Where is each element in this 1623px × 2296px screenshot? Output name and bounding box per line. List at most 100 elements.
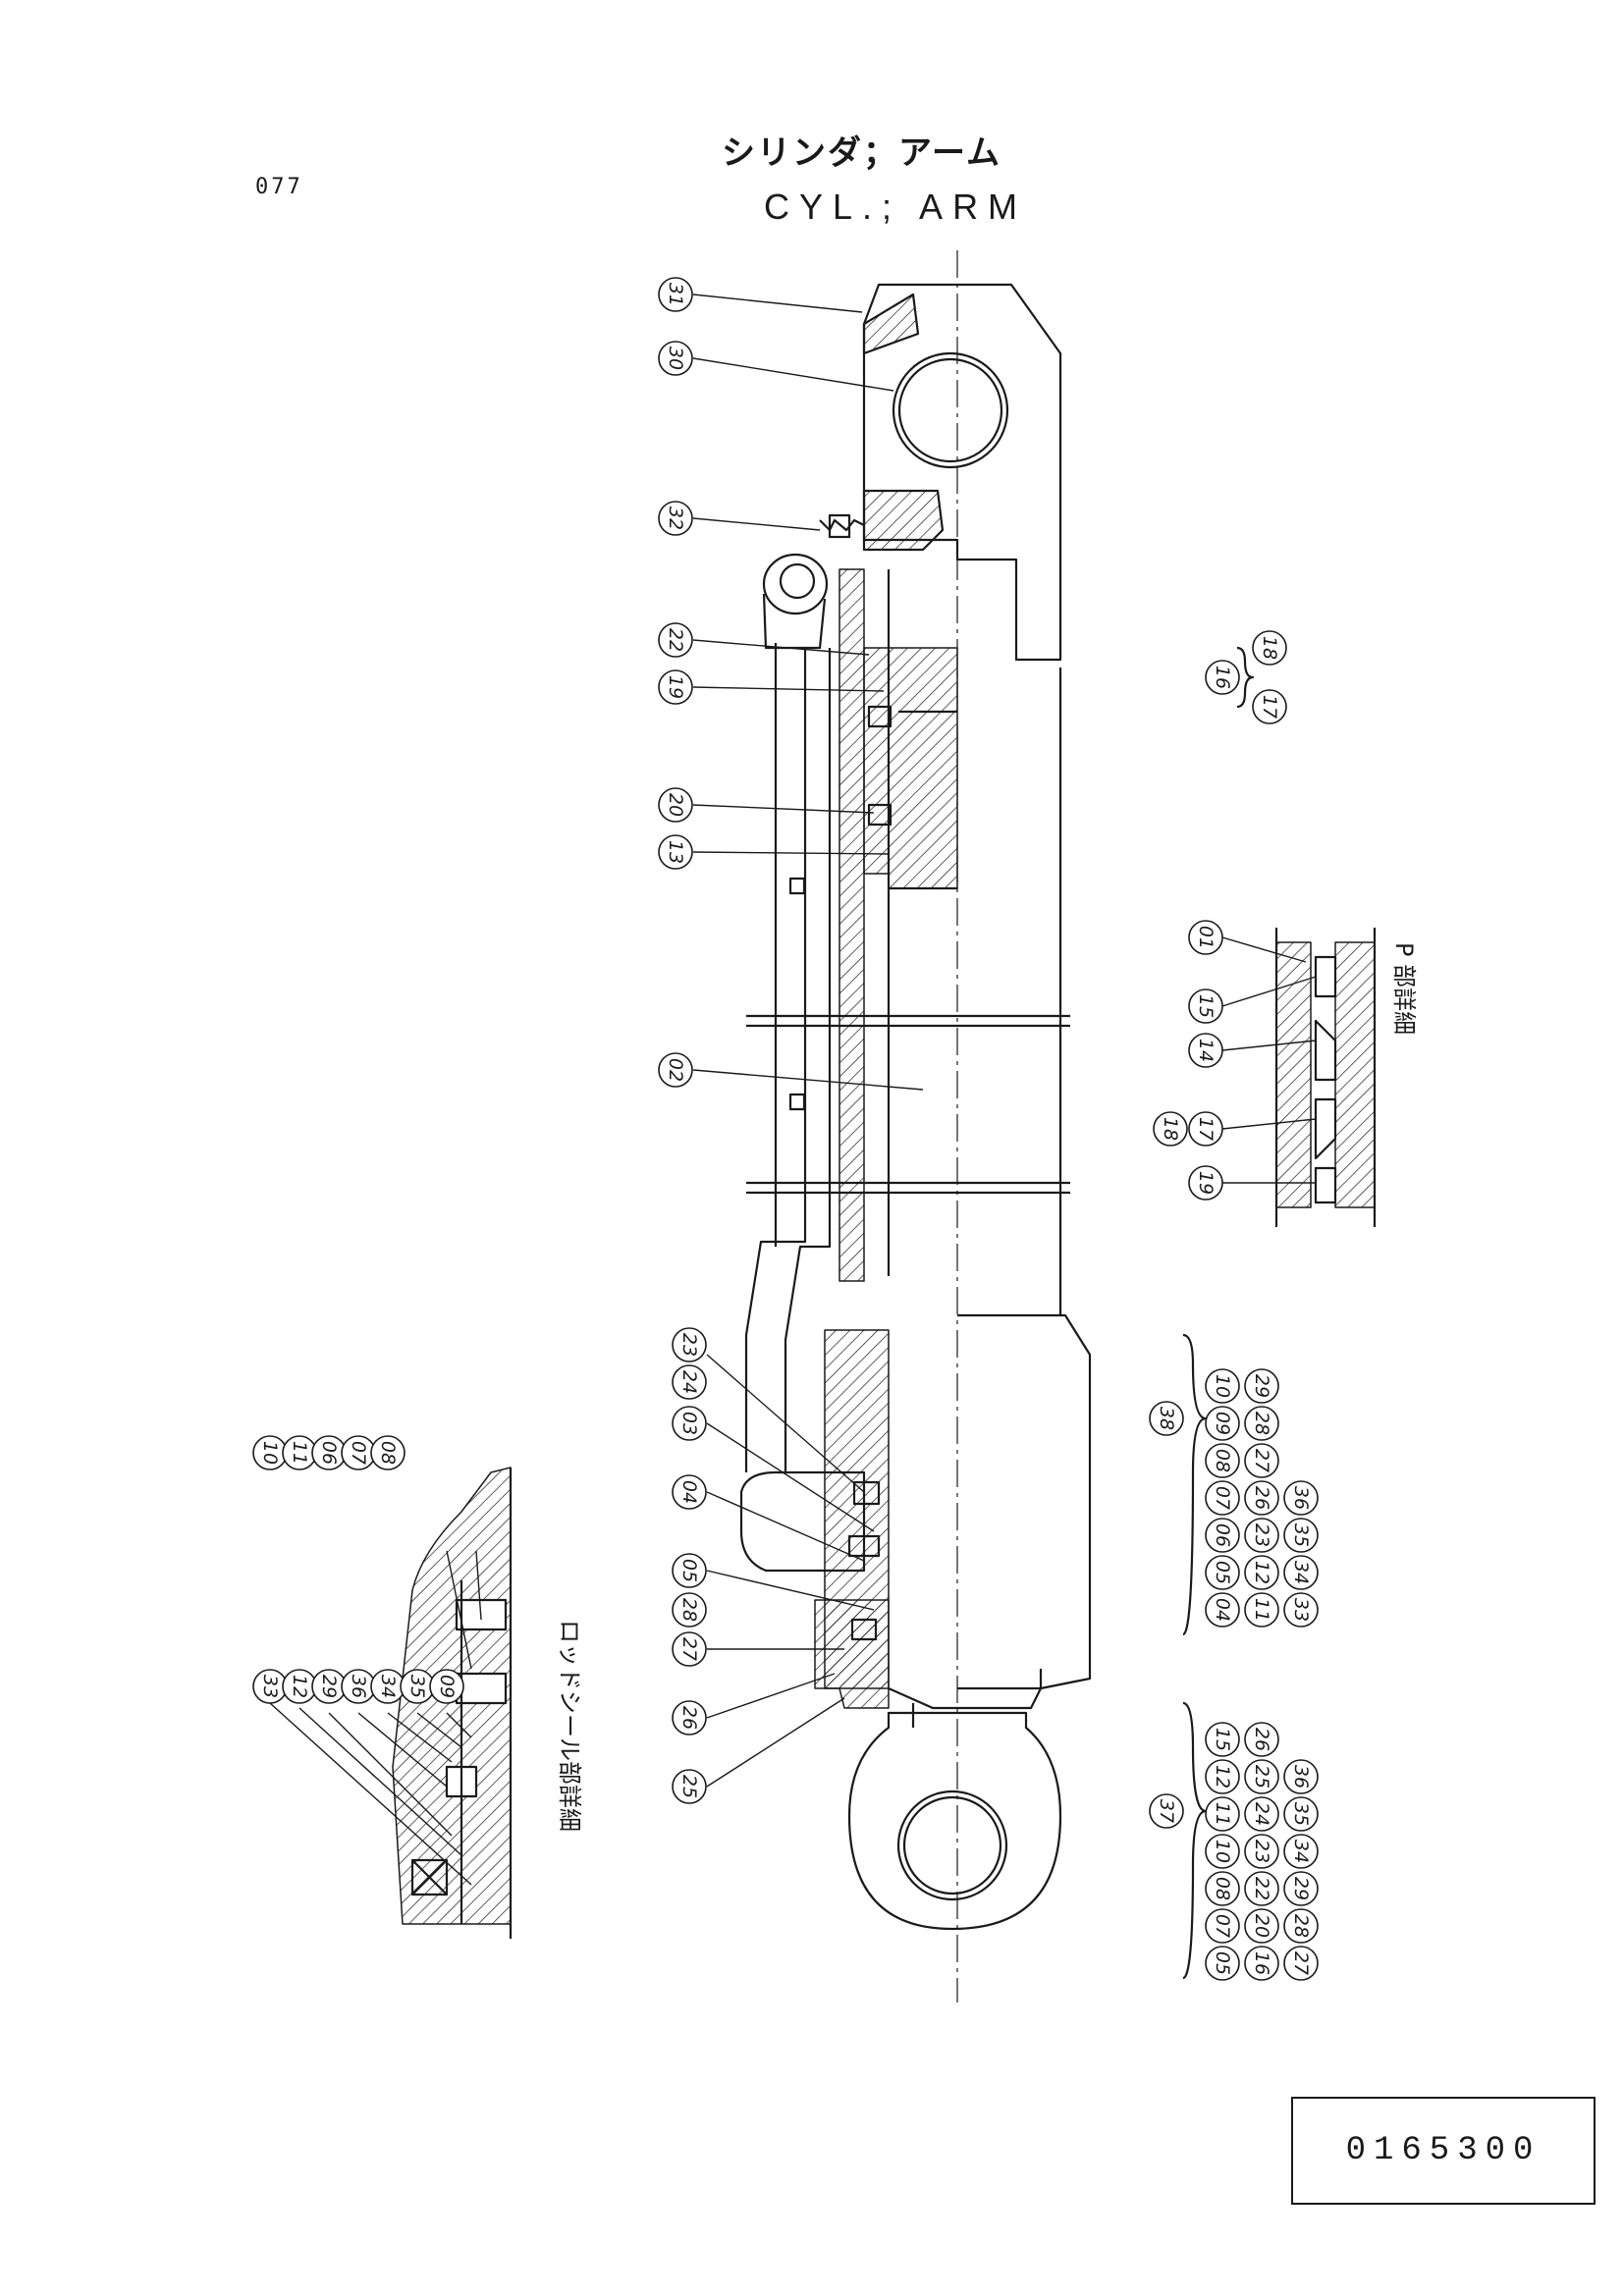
pin-boss-inner [897, 357, 1003, 463]
svg-text:08: 08 [377, 1441, 399, 1465]
group-37-item-36: 36 [1283, 1759, 1319, 1794]
group-37-parent: 37 [1149, 1793, 1184, 1829]
svg-text:18: 18 [1160, 1117, 1181, 1141]
svg-text:01: 01 [1195, 926, 1217, 949]
svg-text:28: 28 [678, 1598, 700, 1622]
callout-03: 03 [672, 1406, 707, 1441]
brace-38 [1182, 1333, 1208, 1636]
svg-text:19: 19 [1195, 1171, 1217, 1195]
document-number-box: 0165300 [1291, 2097, 1596, 2205]
break-line-bottom [746, 1181, 1070, 1195]
rod-eye-bore-outer [896, 1789, 1008, 1901]
callout-24: 24 [672, 1364, 707, 1400]
p-callout-14: 14 [1188, 1033, 1223, 1068]
svg-text:36: 36 [1290, 1765, 1312, 1789]
callout-20: 20 [658, 787, 693, 823]
document-number: 0165300 [1345, 2132, 1542, 2169]
group-37-item-07: 07 [1205, 1908, 1240, 1944]
svg-text:18: 18 [1259, 636, 1280, 660]
svg-text:32: 32 [665, 507, 686, 530]
callout-30: 30 [658, 341, 693, 376]
title-english: CYL.; ARM [764, 187, 1028, 227]
seal-callout-29: 29 [311, 1669, 347, 1704]
group-38-item-36: 36 [1283, 1480, 1319, 1516]
callout-04: 04 [672, 1474, 707, 1510]
svg-text:08: 08 [1212, 1877, 1233, 1900]
callout-22: 22 [658, 622, 693, 658]
svg-text:19: 19 [665, 675, 686, 699]
callout-27: 27 [672, 1631, 707, 1667]
svg-text:17: 17 [1195, 1117, 1217, 1141]
svg-text:27: 27 [678, 1637, 700, 1661]
group-37-item-11: 11 [1205, 1796, 1240, 1832]
svg-text:04: 04 [678, 1480, 700, 1504]
p-detail-label: P 部詳細 [1390, 942, 1418, 1036]
port-boss [762, 553, 829, 615]
callout-25: 25 [672, 1769, 707, 1804]
svg-text:27: 27 [1290, 1951, 1312, 1975]
group-38-item-27: 27 [1244, 1443, 1279, 1478]
svg-text:24: 24 [1251, 1802, 1272, 1826]
p-detail-drawing [1274, 928, 1377, 1227]
svg-text:11: 11 [1212, 1802, 1233, 1826]
svg-text:29: 29 [1290, 1877, 1312, 1900]
svg-text:28: 28 [1290, 1914, 1312, 1938]
svg-text:31: 31 [665, 283, 686, 306]
svg-text:23: 23 [678, 1333, 700, 1357]
group-37-item-05: 05 [1205, 1946, 1240, 1981]
svg-text:34: 34 [1290, 1840, 1312, 1863]
callout-28: 28 [672, 1592, 707, 1628]
svg-text:25: 25 [678, 1775, 700, 1798]
brace-37 [1182, 1701, 1208, 1980]
svg-text:29: 29 [318, 1675, 340, 1698]
svg-text:29: 29 [1251, 1374, 1272, 1398]
seal-callout-06: 06 [311, 1435, 347, 1470]
svg-text:15: 15 [1212, 1728, 1233, 1751]
seal-callout-09: 09 [429, 1669, 464, 1704]
group-38-item-08: 08 [1205, 1443, 1240, 1478]
svg-text:35: 35 [1290, 1802, 1312, 1826]
svg-text:35: 35 [406, 1675, 428, 1698]
group-37-item-15: 15 [1205, 1722, 1240, 1757]
grease-fitting [819, 518, 865, 532]
group-37-item-34: 34 [1283, 1834, 1319, 1869]
group-16-child-18: 18 [1252, 630, 1287, 666]
group-37-item-20: 20 [1244, 1908, 1279, 1944]
leader-lines [692, 294, 924, 1788]
group-37-item-10: 10 [1205, 1834, 1240, 1869]
group-37-item-25: 25 [1244, 1759, 1279, 1794]
group-38-item-28: 28 [1244, 1406, 1279, 1441]
svg-text:12: 12 [289, 1675, 310, 1698]
group-37-item-29: 29 [1283, 1871, 1319, 1906]
external-pipe [744, 648, 807, 1472]
svg-text:05: 05 [1212, 1561, 1233, 1584]
svg-text:26: 26 [1251, 1728, 1272, 1751]
seal-callout-08: 08 [370, 1435, 406, 1470]
piston [863, 647, 958, 889]
break-line-top [746, 1014, 1070, 1028]
svg-text:07: 07 [1212, 1914, 1233, 1938]
seal-callout-35: 35 [400, 1669, 435, 1704]
svg-text:05: 05 [678, 1559, 700, 1582]
group-37-item-22: 22 [1244, 1871, 1279, 1906]
svg-text:22: 22 [1251, 1877, 1272, 1900]
svg-text:12: 12 [1251, 1561, 1272, 1584]
group-38-item-35: 35 [1283, 1518, 1319, 1553]
svg-text:15: 15 [1195, 994, 1217, 1018]
svg-text:36: 36 [1290, 1486, 1312, 1510]
group-37-item-24: 24 [1244, 1796, 1279, 1832]
svg-text:09: 09 [436, 1675, 458, 1698]
svg-text:34: 34 [377, 1675, 399, 1698]
svg-text:36: 36 [348, 1675, 369, 1698]
group-38-item-09: 09 [1205, 1406, 1240, 1441]
seal-callout-11: 11 [282, 1435, 317, 1470]
group-37-item-28: 28 [1283, 1908, 1319, 1944]
group-38-item-23: 23 [1244, 1518, 1279, 1553]
svg-text:16: 16 [1251, 1951, 1272, 1975]
svg-text:07: 07 [1212, 1486, 1233, 1510]
svg-text:04: 04 [1212, 1598, 1233, 1622]
svg-text:16: 16 [1212, 666, 1233, 689]
svg-text:33: 33 [259, 1675, 281, 1698]
p-callout-18: 18 [1153, 1111, 1188, 1147]
